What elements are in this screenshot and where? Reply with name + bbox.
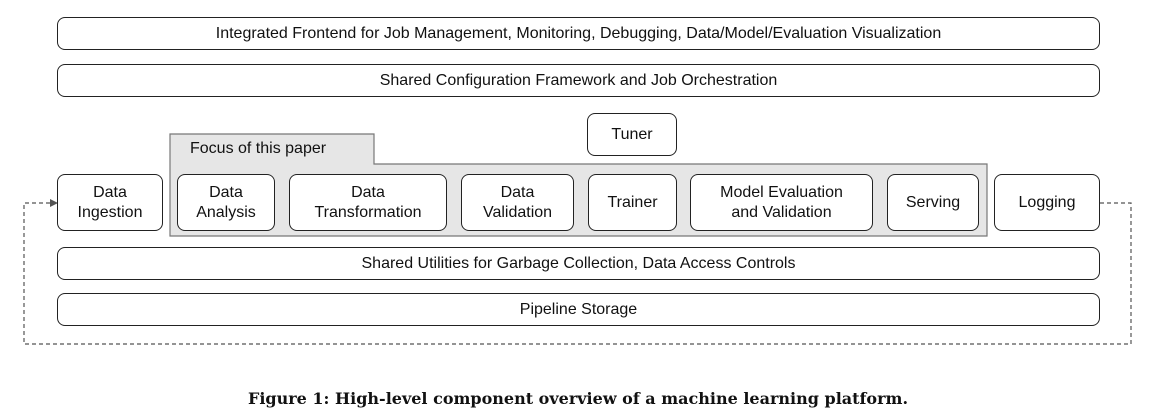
data-ingestion-line1: Data xyxy=(93,183,127,201)
arrowhead-icon xyxy=(50,199,58,207)
tuner-box: Tuner xyxy=(587,113,677,156)
trainer-label: Trainer xyxy=(607,193,658,211)
serving-label: Serving xyxy=(905,193,961,211)
model-evaluation-line1: Model Evaluation xyxy=(720,183,843,201)
data-transformation-box: Data Transformation xyxy=(289,174,447,231)
serving-box: Serving xyxy=(887,174,979,231)
logging-box: Logging xyxy=(994,174,1100,231)
focus-region-label: Focus of this paper xyxy=(190,140,327,157)
data-analysis-line1: Data xyxy=(209,183,243,201)
model-evaluation-line2: and Validation xyxy=(731,203,832,221)
frontend-bar-label: Integrated Frontend for Job Management, … xyxy=(215,24,942,42)
storage-bar-label: Pipeline Storage xyxy=(519,300,638,318)
data-validation-box: Data Validation xyxy=(461,174,574,231)
trainer-box: Trainer xyxy=(588,174,677,231)
frontend-bar: Integrated Frontend for Job Management, … xyxy=(57,17,1100,50)
data-validation-line2: Validation xyxy=(482,203,553,221)
storage-bar: Pipeline Storage xyxy=(57,293,1100,326)
data-transformation-line1: Data xyxy=(351,183,385,201)
data-analysis-line2: Analysis xyxy=(196,203,256,221)
model-evaluation-box: Model Evaluation and Validation xyxy=(690,174,873,231)
data-transformation-line2: Transformation xyxy=(314,203,422,221)
utilities-bar: Shared Utilities for Garbage Collection,… xyxy=(57,247,1100,280)
utilities-bar-label: Shared Utilities for Garbage Collection,… xyxy=(361,254,796,272)
data-ingestion-line2: Ingestion xyxy=(77,203,143,221)
data-analysis-box: Data Analysis xyxy=(177,174,275,231)
tuner-label: Tuner xyxy=(611,125,653,143)
config-bar: Shared Configuration Framework and Job O… xyxy=(57,64,1100,97)
logging-label: Logging xyxy=(1018,193,1076,211)
data-ingestion-box: Data Ingestion xyxy=(57,174,163,231)
data-validation-line1: Data xyxy=(500,183,535,201)
config-bar-label: Shared Configuration Framework and Job O… xyxy=(379,71,778,89)
figure-caption: Figure 1: High-level component overview … xyxy=(247,389,909,408)
